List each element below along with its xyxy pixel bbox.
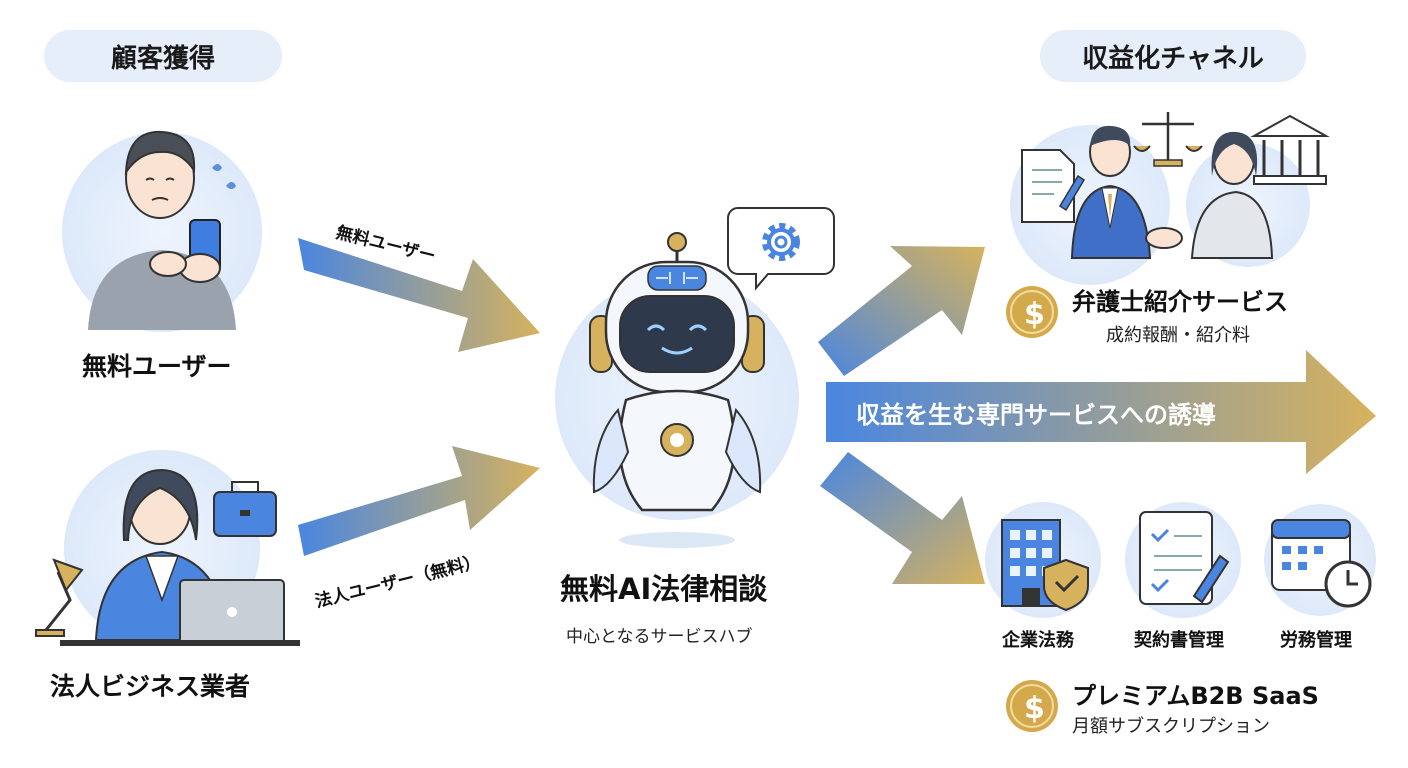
free-user-illustration: [62, 132, 262, 332]
gear-speech-bubble: [728, 208, 834, 288]
free-user-label: 無料ユーザー: [82, 347, 232, 383]
contract-document-icon: [1125, 502, 1241, 618]
saas-subtitle: 月額サブスクリプション: [1072, 712, 1270, 738]
lawyer-illustration: [1010, 112, 1326, 285]
desk-lamp-icon: [36, 560, 82, 636]
main-arrow-label: 収益を生む専門サービスへの誘導: [856, 395, 1216, 430]
monetization-heading: 収益化チャネル: [1040, 30, 1306, 82]
calendar-clock-icon: [1264, 504, 1376, 616]
dollar-sign: $: [1024, 297, 1045, 332]
hub-subtitle: 中心となるサービスハブ: [566, 622, 753, 647]
business-user-label: 法人ビジネス業者: [50, 667, 250, 703]
saas-item-contract-management: 契約書管理: [1134, 626, 1224, 652]
saas-item-corporate-legal: 企業法務: [1002, 626, 1074, 652]
customer-acquisition-heading: 顧客獲得: [44, 30, 282, 82]
lawyer-arrow: [818, 246, 985, 376]
lawyer-service-subtitle: 成約報酬・紹介料: [1106, 321, 1250, 347]
saas-title: プレミアムB2B SaaS: [1072, 676, 1319, 711]
business-user-arrow: [298, 446, 540, 556]
saas-item-labor-management: 労務管理: [1280, 626, 1352, 652]
hub-title: 無料AI法律相談: [560, 566, 767, 608]
saas-arrow: [820, 452, 985, 584]
dollar-sign: $: [1024, 691, 1045, 726]
lawyer-service-title: 弁護士紹介サービス: [1072, 282, 1288, 317]
business-user-illustration: [36, 450, 300, 646]
corporate-building-icon: [985, 502, 1101, 618]
